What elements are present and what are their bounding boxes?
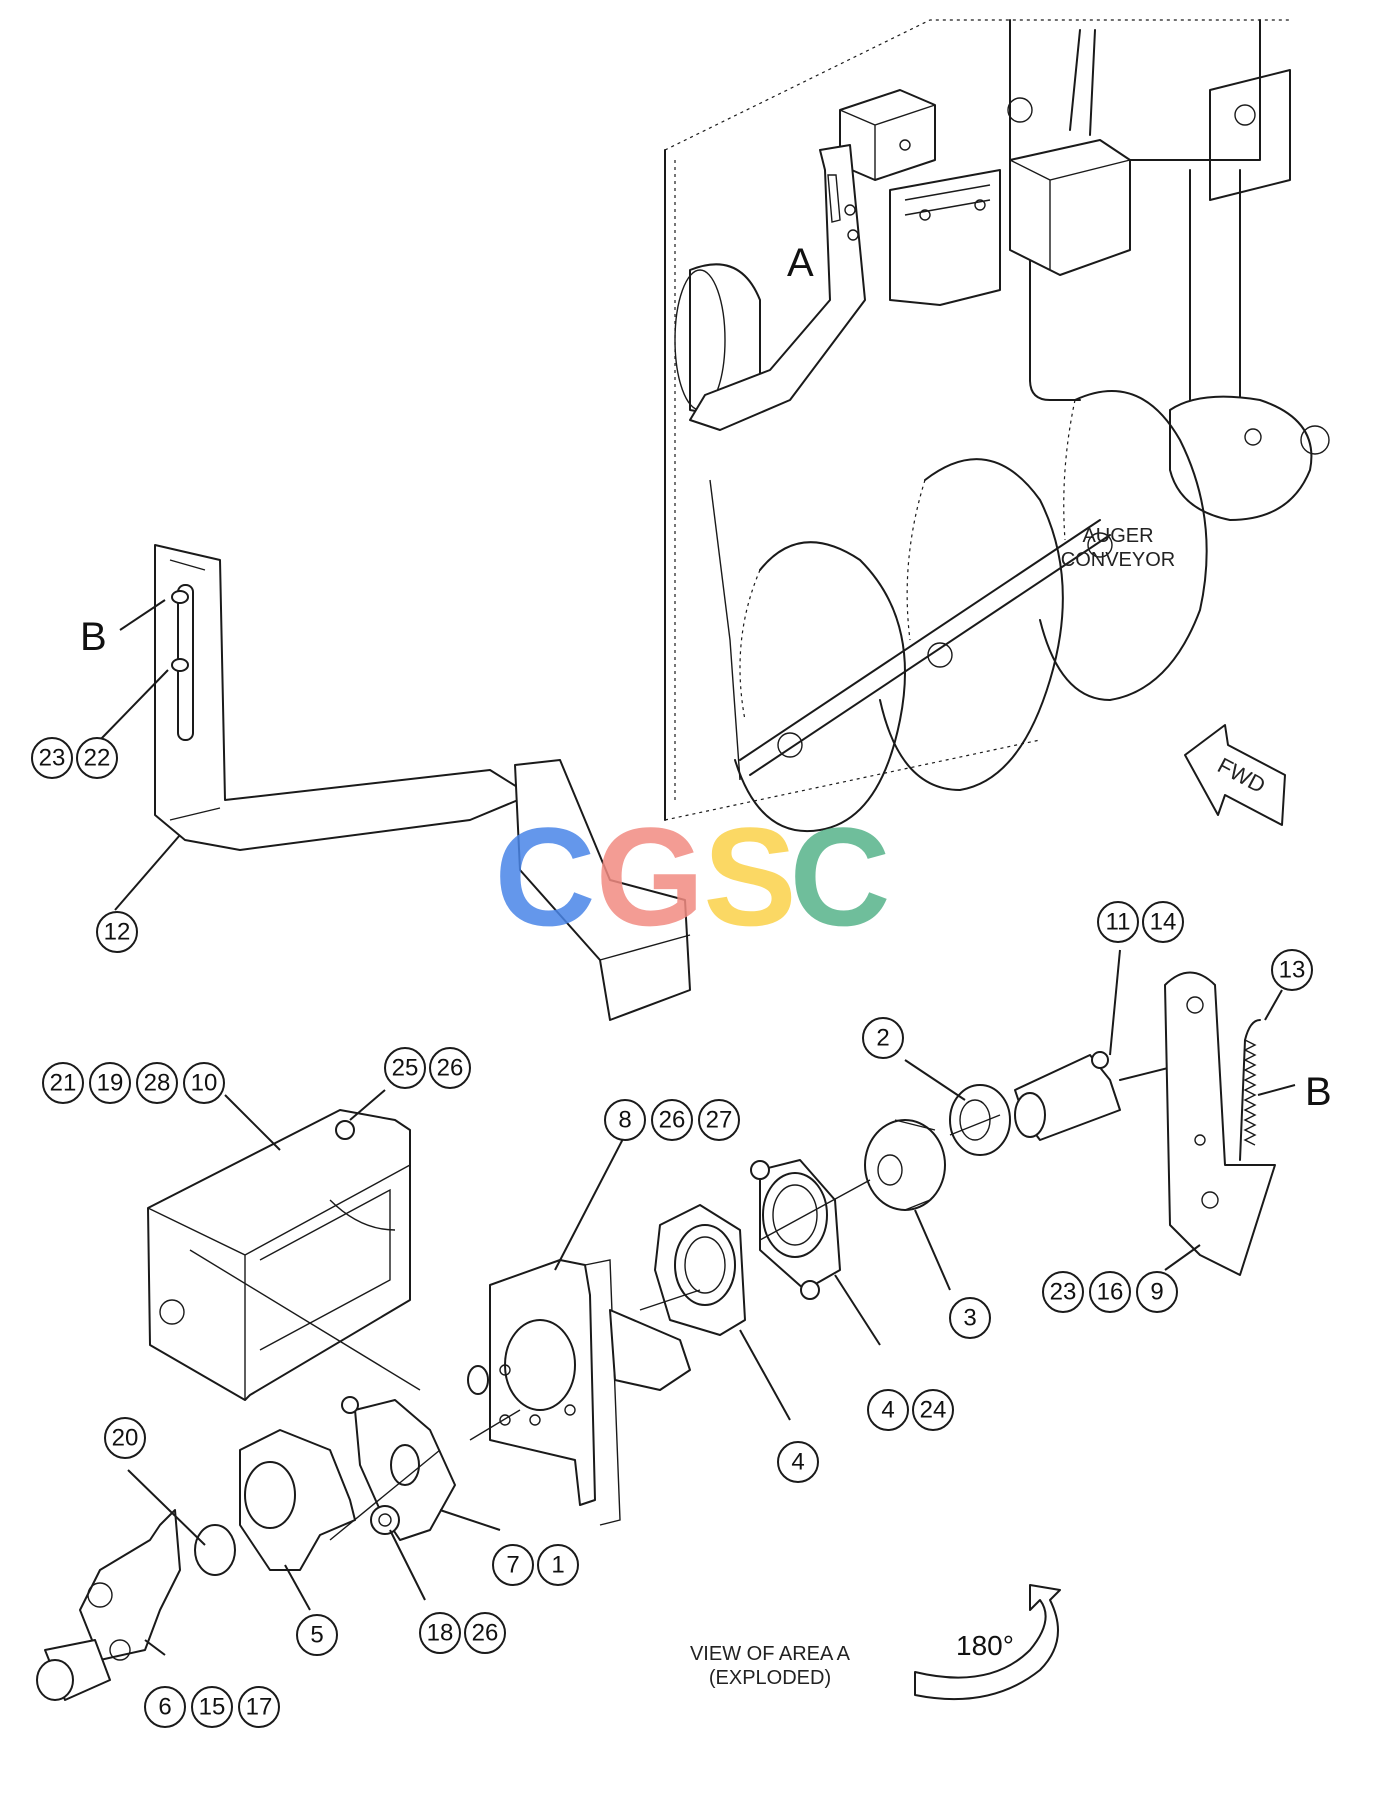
callout-17: 17: [246, 1694, 273, 1721]
callout-3: 3: [949, 1297, 991, 1339]
callout-8-26-27: 8 26 27: [604, 1099, 740, 1141]
callout-14: 14: [1150, 909, 1177, 936]
svg-text:4: 4: [791, 1449, 804, 1476]
callout-4: 4: [881, 1397, 894, 1424]
callout-15: 15: [199, 1694, 226, 1721]
auger-conveyor: [734, 390, 1208, 833]
callout-28: 28: [144, 1070, 171, 1097]
point-b-right-label: B: [1305, 1070, 1332, 1114]
auger-label-line1: AUGER: [1082, 525, 1153, 547]
view-caption-line2: (EXPLODED): [709, 1667, 831, 1689]
callout-26: 26: [437, 1055, 464, 1082]
callout-18-26: 18 26: [419, 1612, 506, 1654]
callout-26: 26: [659, 1107, 686, 1134]
area-a-label: A: [787, 241, 814, 285]
svg-text:20: 20: [112, 1425, 139, 1452]
callout-27: 27: [706, 1107, 733, 1134]
callout-6: 6: [158, 1694, 171, 1721]
rotation-label: 180°: [956, 1630, 1014, 1661]
callout-7: 7: [506, 1552, 519, 1579]
callout-25: 25: [392, 1055, 419, 1082]
callout-23: 23: [1050, 1279, 1077, 1306]
callout-19: 19: [97, 1070, 124, 1097]
callout-23: 23: [39, 745, 66, 772]
fwd-arrow: FWD: [1184, 724, 1286, 826]
callout-5: 5: [296, 1614, 338, 1656]
svg-text:5: 5: [310, 1622, 323, 1649]
svg-text:3: 3: [963, 1305, 976, 1332]
callout-26: 26: [472, 1620, 499, 1647]
cgsc-watermark: C G S C: [494, 798, 890, 955]
callout-7-1: 7 1: [492, 1544, 579, 1586]
callout-6-15-17: 6 15 17: [144, 1686, 280, 1728]
leader-lines: [99, 669, 1283, 1656]
watermark-letter-s: S: [703, 798, 796, 955]
callout-11: 11: [1106, 909, 1131, 936]
bracket-part-12: [154, 544, 691, 1021]
callout-21: 21: [50, 1070, 77, 1097]
view-caption-line1: VIEW OF AREA A: [690, 1643, 851, 1665]
callout-9: 9: [1150, 1279, 1163, 1306]
callout-21-19-28-10: 21 19 28 10: [42, 1062, 225, 1104]
svg-text:2: 2: [876, 1025, 889, 1052]
callout-18: 18: [427, 1620, 454, 1647]
watermark-letter-g: G: [596, 798, 705, 955]
callout-23-22-b: 23 22: [31, 737, 118, 779]
svg-text:13: 13: [1279, 957, 1306, 984]
point-b-top-label: B: [80, 615, 107, 659]
watermark-letter-c2: C: [789, 798, 890, 955]
callout-23-16-9: 23 16 9: [1042, 1271, 1178, 1313]
callout-24: 24: [920, 1397, 947, 1424]
callout-22: 22: [84, 745, 111, 772]
rotation-arrow-icon: [914, 1584, 1061, 1701]
callout-11-14: 11 14: [1097, 901, 1184, 943]
auger-label-line2: CONVEYOR: [1061, 549, 1175, 571]
callout-1: 1: [551, 1552, 564, 1579]
callout-12: 12: [96, 911, 138, 953]
callout-2: 2: [862, 1017, 904, 1059]
callout-4-24: 4 24: [867, 1389, 954, 1431]
callout-10: 10: [191, 1070, 218, 1097]
callout-8: 8: [618, 1107, 631, 1134]
callout-4-gasket: 4: [777, 1441, 819, 1483]
callout-13: 13: [1271, 949, 1313, 991]
exploded-parts: [36, 971, 1276, 1701]
watermark-letter-c1: C: [494, 798, 595, 955]
machine-frame: [664, 19, 1330, 821]
svg-text:12: 12: [104, 919, 131, 946]
callout-16: 16: [1097, 1279, 1124, 1306]
callout-25-26: 25 26: [384, 1047, 471, 1089]
callout-20: 20: [104, 1417, 146, 1459]
